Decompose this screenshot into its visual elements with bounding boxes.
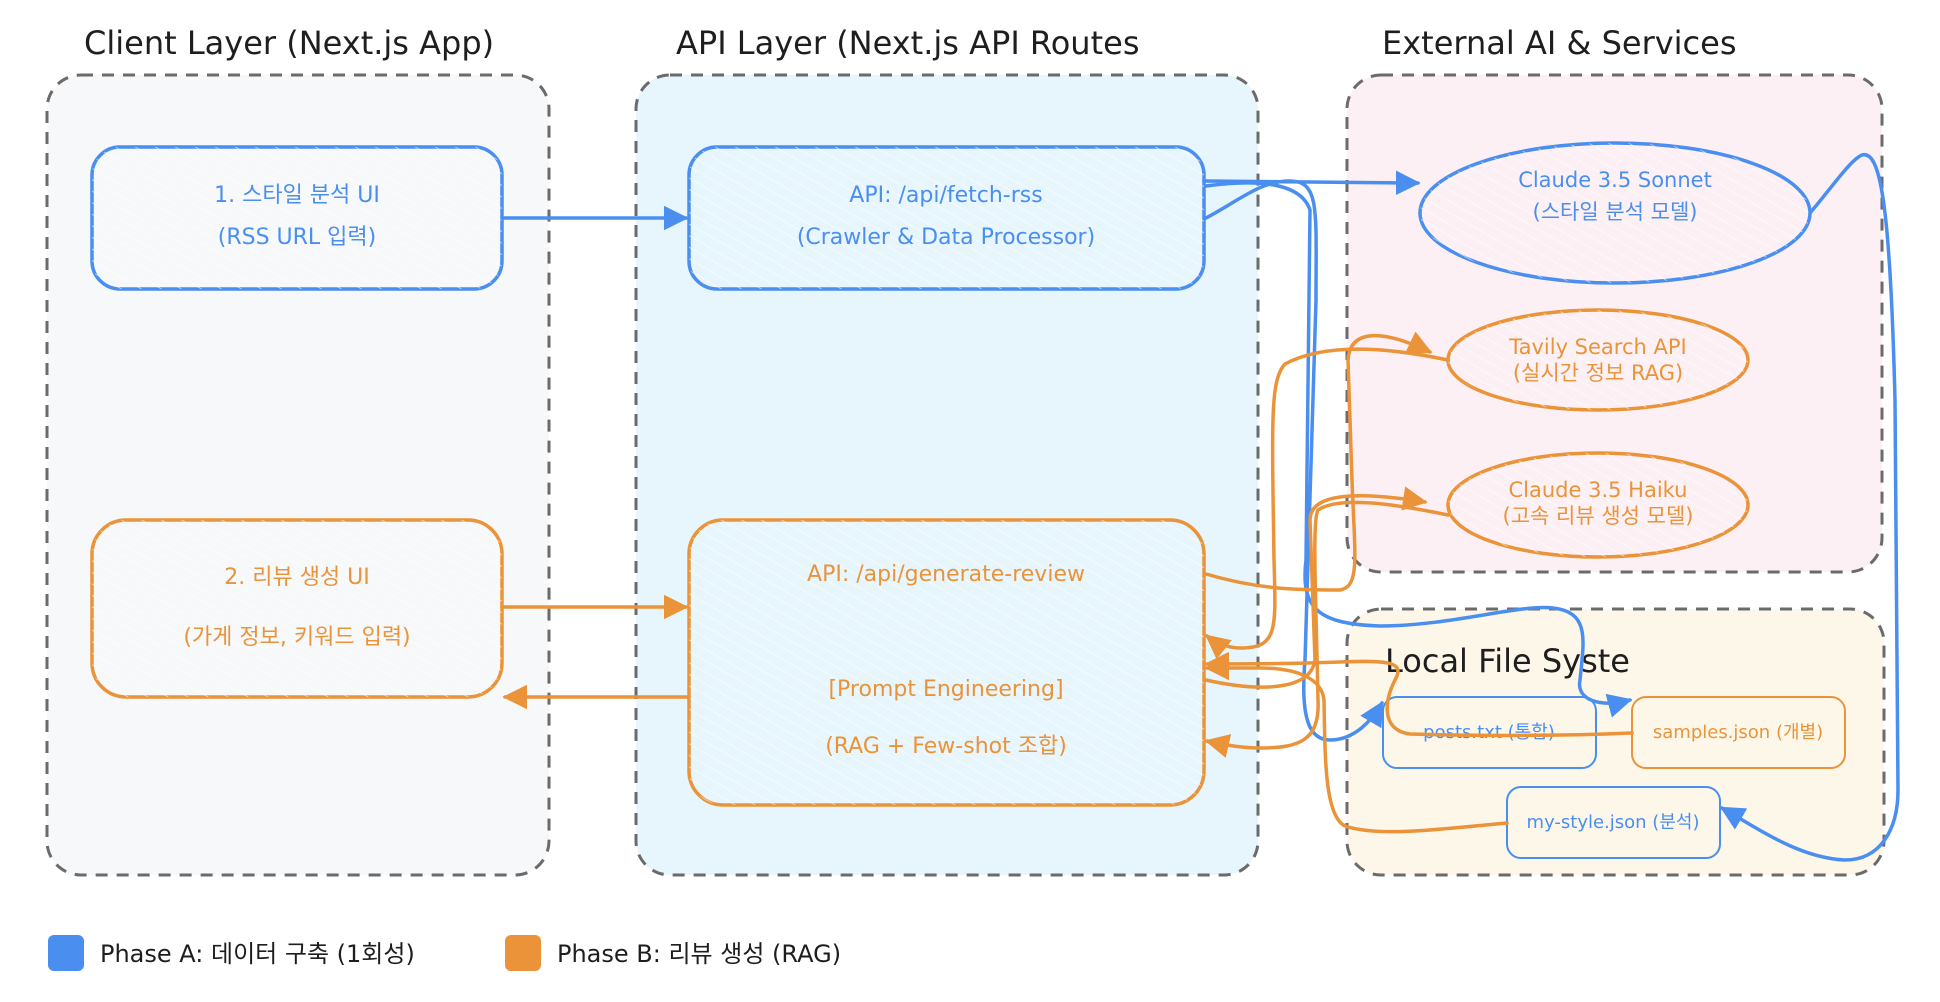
tavily-sublabel: (실시간 정보 RAG)	[1513, 361, 1683, 385]
review-generation-ui-node[interactable]: 2. 리뷰 생성 UI (가게 정보, 키워드 입력)	[90, 518, 504, 699]
review-ui-label: 2. 리뷰 생성 UI	[224, 565, 370, 590]
edge-sonnet-to-my-style-json	[1719, 152, 1900, 862]
legend-swatch-phase-a	[48, 935, 84, 971]
external-services-title: External AI & Services	[1382, 24, 1737, 62]
claude-haiku-node[interactable]: Claude 3.5 Haiku (고속 리뷰 생성 모델)	[1446, 451, 1750, 559]
samples-json-node[interactable]: samples.json (개별)	[1631, 696, 1846, 769]
edge-my-style-json-to-generate-review	[1204, 655, 1509, 834]
legend-swatch-phase-b	[505, 935, 541, 971]
legend: Phase A: 데이터 구축 (1회성) Phase B: 리뷰 생성 (RA…	[48, 935, 841, 971]
client-layer-title: Client Layer (Next.js App)	[84, 24, 494, 62]
samples-json-label: samples.json (개별)	[1653, 722, 1823, 743]
my-style-json-node[interactable]: my-style.json (분석)	[1506, 786, 1721, 859]
posts-txt-label: posts.txt (통합)	[1423, 722, 1555, 743]
haiku-label: Claude 3.5 Haiku	[1509, 478, 1688, 502]
generate-review-sublabel: [Prompt Engineering]	[828, 677, 1063, 702]
edge-generate-review-to-haiku	[1204, 486, 1428, 689]
review-ui-sublabel: (가게 정보, 키워드 입력)	[183, 625, 410, 650]
my-style-json-label: my-style.json (분석)	[1527, 812, 1700, 833]
edge-haiku-to-generate-review	[1204, 500, 1450, 758]
legend-label-phase-b: Phase B: 리뷰 생성 (RAG)	[557, 940, 841, 968]
style-ui-label: 1. 스타일 분석 UI	[214, 183, 380, 208]
legend-item-phase-b: Phase B: 리뷰 생성 (RAG)	[505, 935, 841, 971]
sonnet-label: Claude 3.5 Sonnet	[1518, 168, 1712, 192]
generate-review-label: API: /api/generate-review	[807, 562, 1085, 587]
local-file-system-title: Local File Syste	[1385, 642, 1630, 680]
legend-item-phase-a: Phase A: 데이터 구축 (1회성)	[48, 935, 415, 971]
api-layer-title: API Layer (Next.js API Routes	[676, 24, 1139, 62]
fetch-rss-label: API: /api/fetch-rss	[849, 183, 1042, 208]
edge-generate-review-to-tavily	[1204, 331, 1433, 592]
fetch-rss-sublabel: (Crawler & Data Processor)	[797, 225, 1095, 250]
style-analysis-ui-node[interactable]: 1. 스타일 분석 UI (RSS URL 입력)	[90, 145, 504, 291]
claude-sonnet-node[interactable]: Claude 3.5 Sonnet (스타일 분석 모델)	[1418, 141, 1812, 285]
haiku-sublabel: (고속 리뷰 생성 모델)	[1503, 504, 1694, 528]
local-file-system-container	[1345, 607, 1886, 877]
fetch-rss-api-node[interactable]: API: /api/fetch-rss (Crawler & Data Proc…	[687, 145, 1206, 291]
generate-review-detail: (RAG + Few-shot 조합)	[825, 734, 1067, 759]
tavily-label: Tavily Search API	[1508, 335, 1686, 359]
posts-txt-node[interactable]: posts.txt (통합)	[1382, 696, 1597, 769]
generate-review-api-node[interactable]: API: /api/generate-review [Prompt Engine…	[687, 518, 1206, 807]
legend-label-phase-a: Phase A: 데이터 구축 (1회성)	[100, 940, 415, 968]
edge-tavily-to-generate-review	[1205, 347, 1450, 660]
style-ui-sublabel: (RSS URL 입력)	[218, 225, 377, 250]
edge-samples-json-to-generate-review	[1204, 651, 1634, 738]
sonnet-sublabel: (스타일 분석 모델)	[1533, 200, 1698, 224]
tavily-search-node[interactable]: Tavily Search API (실시간 정보 RAG)	[1446, 308, 1750, 412]
edge-fetch-rss-to-samples-json	[1204, 181, 1633, 718]
